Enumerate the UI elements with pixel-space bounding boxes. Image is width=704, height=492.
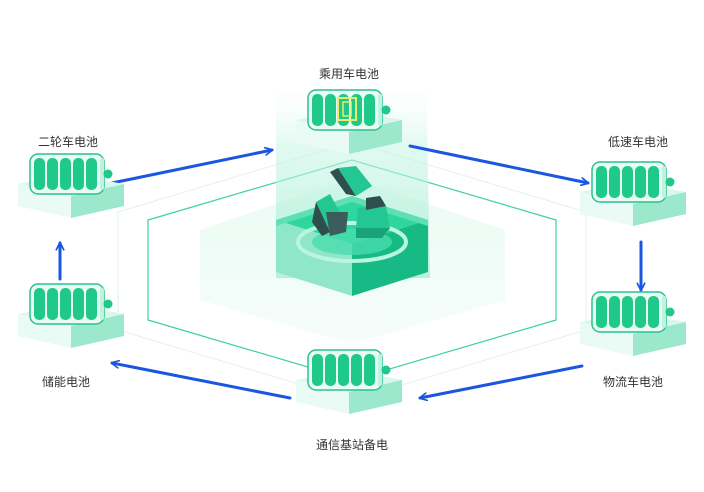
battery-nodes [18, 89, 686, 414]
recycle-icon [312, 166, 390, 238]
label-storage: 储能电池 [41, 375, 91, 389]
battery-icon [307, 89, 391, 131]
node-storage [18, 283, 124, 348]
label-base-station: 通信基站备电 [315, 438, 389, 452]
arrow-logistics-to-basestation [420, 364, 584, 398]
node-logistics [580, 291, 686, 356]
battery-icon [29, 283, 113, 325]
label-passenger: 乘用车电池 [318, 67, 380, 81]
node-two-wheel [18, 153, 124, 218]
arrow-twowheel-to-passenger [110, 150, 272, 185]
cycle-arrows [60, 144, 641, 400]
arrow-passenger-to-lowspeed [408, 144, 588, 183]
battery-icon [591, 291, 675, 333]
label-two-wheel: 二轮车电池 [37, 135, 99, 149]
battery-icon [591, 161, 675, 203]
battery-icon [307, 349, 391, 391]
node-low-speed [580, 161, 686, 226]
label-logistics: 物流车电池 [602, 375, 664, 389]
label-low-speed: 低速车电池 [607, 135, 669, 149]
arrow-basestation-to-storage [112, 363, 292, 400]
node-passenger [296, 89, 402, 154]
node-base-station [296, 349, 402, 414]
battery-icon [29, 153, 113, 195]
